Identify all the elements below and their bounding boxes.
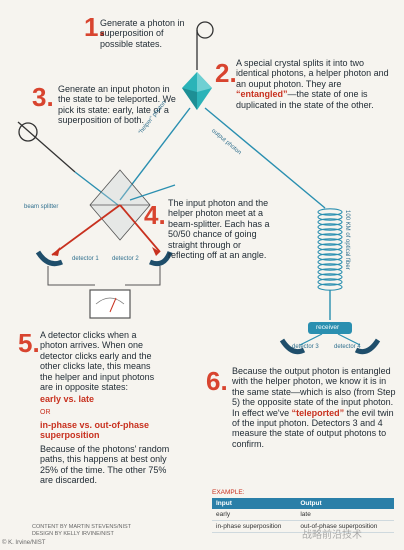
detector-3-label: detector 3 — [292, 344, 319, 350]
watermark: 战略前沿技术 — [302, 530, 362, 541]
example-table: Input Output early late in-phase superpo… — [212, 498, 394, 533]
detector-2-label: detector 2 — [112, 256, 139, 262]
fiber-loop — [317, 213, 343, 221]
detector-1-label: detector 1 — [72, 256, 99, 262]
fiber-loop — [317, 228, 343, 236]
beam-splitter-label: beam splitter — [24, 204, 59, 210]
step-3-number: 3. — [32, 82, 54, 112]
fiber-loop — [317, 233, 343, 241]
step-4-text: The input photon and the helper photon m… — [168, 198, 270, 261]
crystal-icon — [182, 72, 212, 110]
credit-content: CONTENT BY MARTIN STEVENS/NIST — [32, 524, 132, 530]
step-3-text: Generate an input photon in the state to… — [58, 84, 176, 126]
example-header-output: Output — [296, 498, 394, 509]
receiver-label: receiver — [316, 324, 340, 331]
fiber-loop — [317, 208, 343, 216]
step-2-text-b: —the state of one is duplicated in the s… — [236, 89, 374, 110]
entangled-highlight: “entangled” — [236, 89, 288, 100]
fiber-loop — [317, 223, 343, 231]
fiber-loop — [317, 243, 343, 251]
step-5-text-2: Because of the photons' random paths, th… — [40, 444, 170, 486]
step-5-number: 5. — [18, 328, 40, 358]
example-header-input: Input — [212, 498, 297, 509]
credit-design: DESIGN BY KELLY IRVINE/NIST — [32, 531, 114, 537]
teleported-highlight: “teleported” — [291, 407, 345, 418]
detector-4-label: detector 4 — [334, 344, 361, 350]
fiber-loop — [317, 218, 343, 226]
detector-3-icon — [279, 338, 306, 355]
fiber-loop — [317, 273, 343, 281]
detector-4-icon — [354, 338, 381, 355]
step-4-number: 4. — [144, 200, 166, 230]
step-6-text-b: the evil twin of the input photon. Detec… — [232, 407, 394, 449]
copyright: © K. Irvine/NIST — [2, 540, 46, 546]
step-6-text-a: Because the output photon is entangled w… — [232, 366, 396, 418]
helper-photon-path — [119, 107, 191, 201]
step-1-number: 1. — [84, 12, 106, 42]
fiber-loop — [317, 248, 343, 256]
option-phase: in-phase vs. out-of-phase superposition — [40, 420, 150, 441]
table-cell: in-phase superposition — [212, 520, 297, 533]
step-2-text: A special crystal splits it into two ide… — [236, 58, 396, 110]
step-2-number: 2. — [215, 58, 237, 88]
input-photon-path — [74, 171, 119, 206]
optical-fiber-coil — [317, 208, 343, 291]
detector-1-icon — [35, 250, 63, 267]
fiber-loop — [317, 258, 343, 266]
step-6-number: 6. — [206, 366, 228, 396]
step-1-text: Generate a photon in superposition of po… — [100, 18, 185, 49]
coincidence-meter-icon — [89, 289, 131, 319]
fiber-loop — [317, 268, 343, 276]
fiber-label: 100 KM of optical fiber — [344, 210, 350, 270]
table-row: in-phase superposition out-of-phase supe… — [212, 520, 394, 533]
table-cell: out-of-phase superposition — [296, 520, 394, 533]
fiber-loop — [317, 238, 343, 246]
photon-source-3-icon — [17, 121, 76, 173]
table-row: early late — [212, 509, 394, 521]
step-6-text: Because the output photon is entangled w… — [232, 366, 400, 449]
receiver-box — [308, 322, 352, 334]
step-2-text-a: A special crystal splits it into two ide… — [236, 58, 389, 89]
output-photon-path — [204, 107, 326, 209]
example-header-row: Input Output — [212, 498, 394, 509]
table-cell: late — [296, 509, 394, 521]
step-5-text: A detector clicks when a photon arrives.… — [40, 330, 155, 393]
option-early-late: early vs. late — [40, 394, 95, 404]
photon-source-1-icon — [196, 21, 214, 70]
fiber-loop — [317, 278, 343, 286]
detector-2-icon — [149, 251, 173, 267]
example-title: EXAMPLE: — [212, 489, 245, 496]
fiber-loop — [317, 263, 343, 271]
table-cell: early — [212, 509, 297, 521]
fiber-loop — [317, 253, 343, 261]
option-or: OR — [40, 409, 51, 416]
